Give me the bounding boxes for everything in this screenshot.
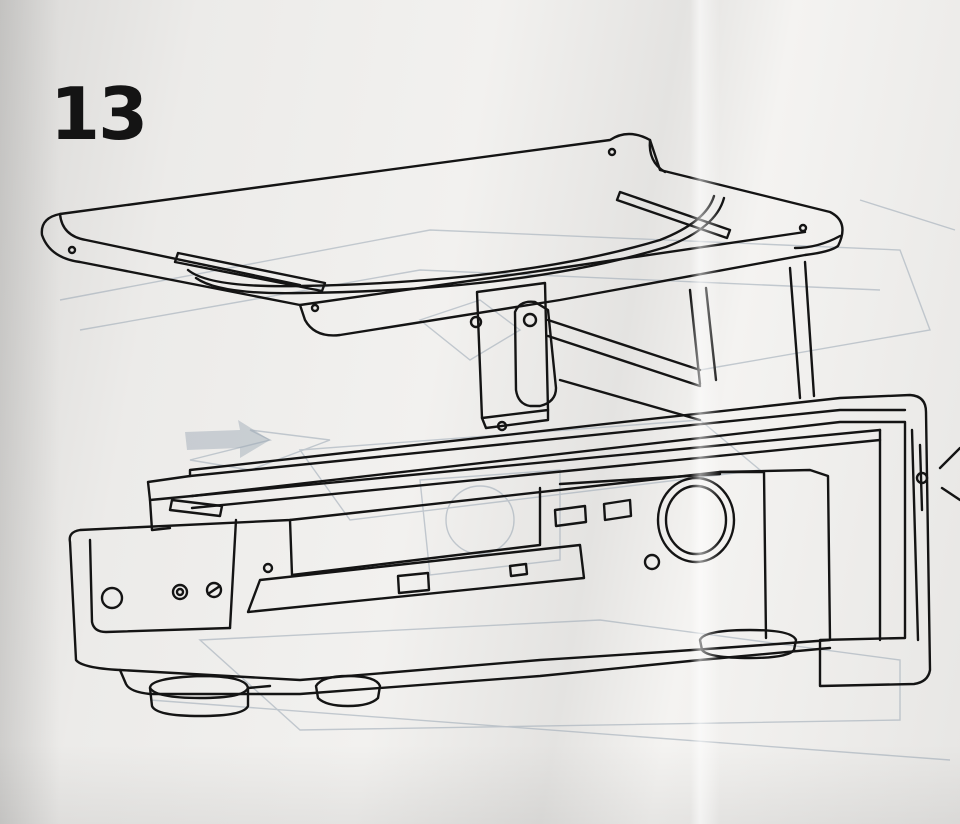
headphone-jack xyxy=(171,583,189,601)
carrier-tray xyxy=(146,393,960,688)
step-number: 13 xyxy=(50,72,148,156)
knob-small xyxy=(205,581,223,599)
volume-knob xyxy=(656,476,736,564)
shelf-board xyxy=(40,132,844,337)
ghost-arrow xyxy=(185,420,270,458)
small-knob-right xyxy=(643,553,661,571)
power-button xyxy=(100,586,124,610)
display-button-b xyxy=(602,498,633,522)
mounting-bracket xyxy=(469,281,558,432)
tape-slot-indicator xyxy=(508,562,529,578)
tape-slot-button xyxy=(396,571,431,595)
front-foot-left xyxy=(148,674,272,718)
indicator-dot xyxy=(262,562,274,574)
